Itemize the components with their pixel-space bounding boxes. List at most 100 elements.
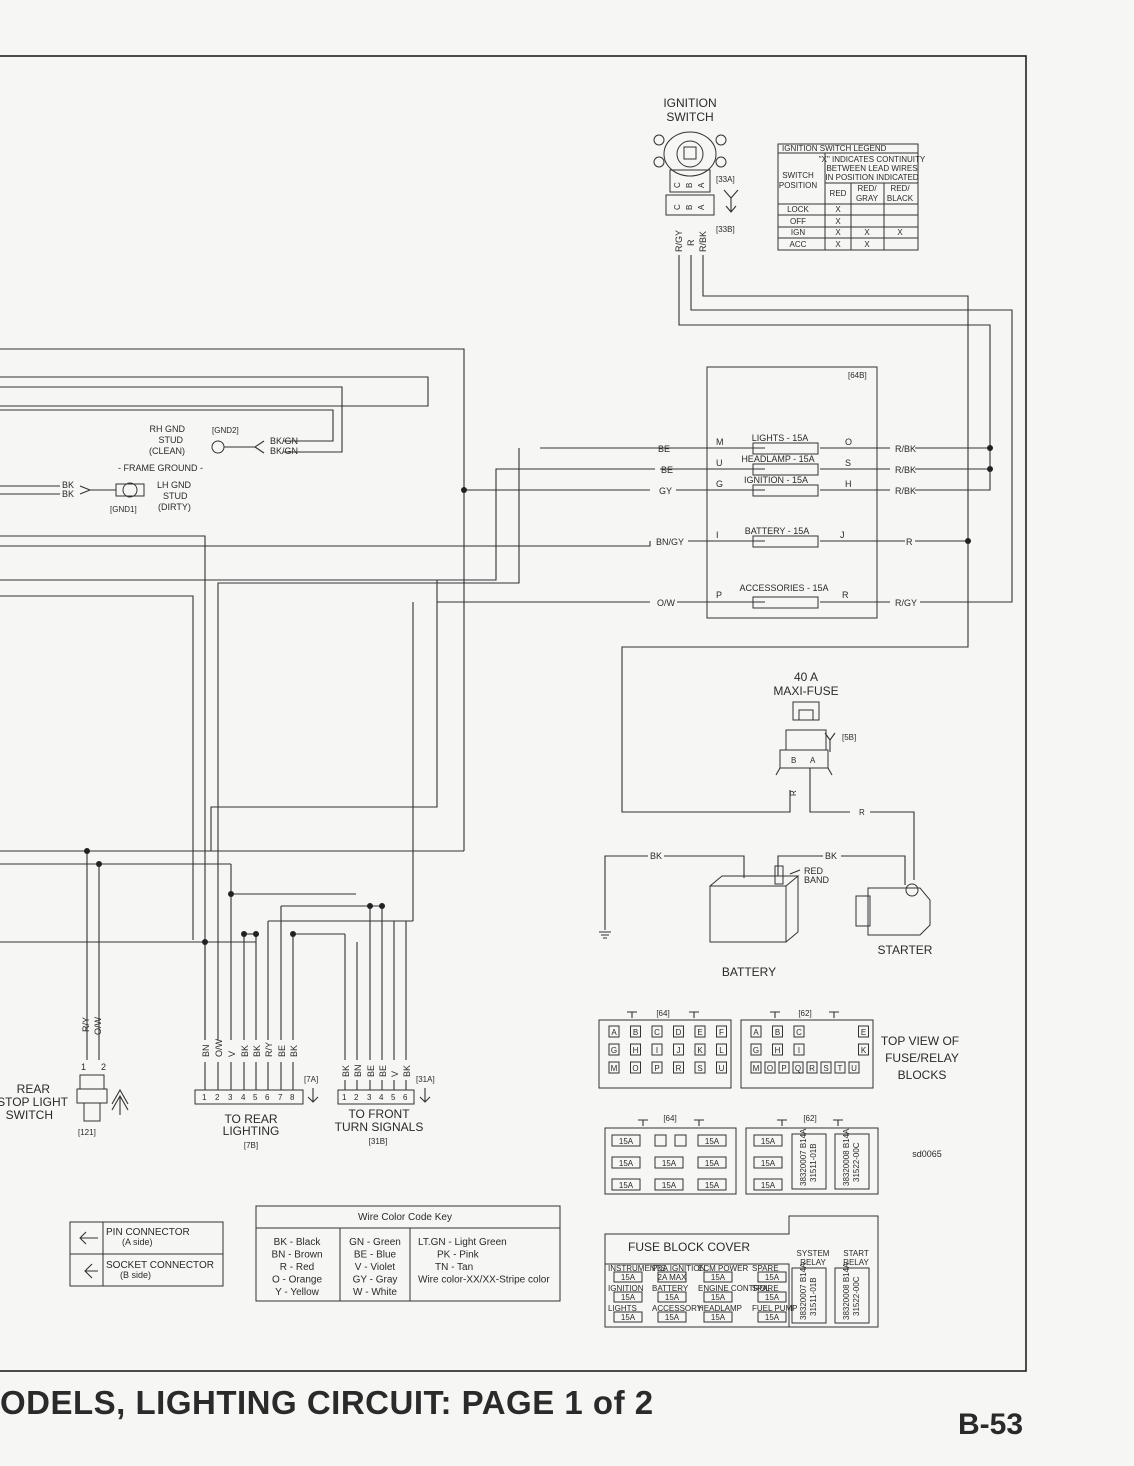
fuse-slot — [651, 1043, 663, 1056]
svg-text:SWITCH: SWITCH — [6, 1108, 53, 1122]
fuse-slot — [608, 1025, 620, 1038]
fuse-slot-label: B — [775, 1028, 780, 1037]
cover-fuse-rating: 15A — [665, 1293, 680, 1302]
cover-fuse-rating: 15A — [621, 1293, 636, 1302]
color-key-entry: Y - Yellow — [275, 1287, 320, 1298]
fuse-slot — [674, 1134, 687, 1147]
fuse-slot — [806, 1061, 818, 1074]
svg-text:H: H — [845, 479, 852, 489]
svg-text:BLOCKS: BLOCKS — [898, 1068, 947, 1082]
cover-fuse-label: SPARE — [752, 1284, 779, 1293]
fuse-slot-label: M — [753, 1064, 760, 1073]
fuse-rating: 15A — [761, 1181, 776, 1190]
svg-text:(CLEAN): (CLEAN) — [149, 446, 185, 456]
svg-text:1: 1 — [202, 1093, 207, 1102]
svg-text:BN: BN — [201, 1044, 211, 1057]
svg-text:X: X — [835, 240, 841, 249]
svg-text:V: V — [390, 1071, 400, 1077]
fuse-ignition: IGNITION - 15A G H GY R/BK — [659, 475, 916, 497]
svg-text:BK/GN: BK/GN — [270, 446, 298, 456]
fuse-rating: 15A — [619, 1159, 634, 1168]
svg-text:6: 6 — [403, 1093, 408, 1102]
fuse-rating: 15A — [705, 1159, 720, 1168]
svg-text:38320008 B14A: 38320008 B14A — [842, 1262, 851, 1320]
cover-fuse-slot — [757, 1291, 787, 1303]
svg-text:BATTERY: BATTERY — [722, 965, 776, 979]
svg-text:5: 5 — [253, 1093, 258, 1102]
cover-fuse-label: INSTRUMENTS — [608, 1264, 666, 1273]
svg-text:LOCK: LOCK — [787, 205, 809, 214]
fuse-slot — [651, 1061, 663, 1074]
fuse-slot-label: B — [633, 1028, 638, 1037]
fuse-slot — [673, 1061, 684, 1074]
fuse-slot — [753, 1134, 783, 1147]
fuse-slot — [764, 1061, 776, 1074]
cover-fuse-label: ECM POWER — [698, 1264, 748, 1273]
svg-text:[64]: [64] — [656, 1009, 669, 1018]
svg-text:R/Y: R/Y — [264, 1042, 274, 1057]
svg-text:R/BK: R/BK — [895, 465, 916, 475]
svg-text:RED: RED — [830, 189, 847, 198]
svg-text:31511-01B: 31511-01B — [809, 1277, 818, 1316]
svg-text:R/BK: R/BK — [895, 444, 916, 454]
fuse-slot — [772, 1025, 783, 1038]
svg-text:31511-01B: 31511-01B — [809, 1143, 818, 1182]
fuse-slot-label: U — [719, 1064, 725, 1073]
svg-text:38320007 B14A: 38320007 B14A — [799, 1262, 808, 1320]
svg-text:V: V — [227, 1051, 237, 1057]
svg-text:A: A — [810, 756, 816, 765]
svg-text:BETWEEN LEAD WIRES: BETWEEN LEAD WIRES — [826, 164, 917, 173]
svg-text:G: G — [716, 479, 723, 489]
color-key-entry: BE - Blue — [354, 1250, 397, 1261]
cover-fuse-slot — [657, 1311, 687, 1323]
fuse-rating: 15A — [705, 1137, 720, 1146]
svg-text:I: I — [716, 530, 719, 540]
color-key-entry: O - Orange — [272, 1275, 322, 1286]
svg-text:[7B]: [7B] — [244, 1141, 258, 1150]
fuse-slot — [673, 1043, 684, 1056]
svg-text:SWITCH: SWITCH — [782, 171, 814, 180]
svg-text:4: 4 — [241, 1093, 246, 1102]
svg-text:TURN SIGNALS: TURN SIGNALS — [335, 1120, 424, 1134]
svg-text:Wire Color Code Key: Wire Color Code Key — [358, 1212, 452, 1223]
svg-text:LH GND: LH GND — [157, 480, 192, 490]
svg-text:[GND1]: [GND1] — [110, 505, 137, 514]
svg-text:[62]: [62] — [803, 1114, 816, 1123]
svg-text:3: 3 — [228, 1093, 233, 1102]
svg-text:IGNITION - 15A: IGNITION - 15A — [744, 475, 808, 485]
fuse-slot-label: E — [697, 1028, 702, 1037]
fuse-slot-label: H — [775, 1046, 781, 1055]
fuse-slot — [858, 1025, 869, 1038]
fuse-slot-label: T — [838, 1064, 843, 1073]
svg-text:IGN: IGN — [791, 228, 805, 237]
fuse-rating: 15A — [662, 1159, 677, 1168]
rear-lighting-connector: BN O/W V BK BK R/Y BE BK 1 2 3 4 5 6 7 8… — [194, 1038, 319, 1150]
svg-text:6: 6 — [265, 1093, 270, 1102]
svg-text:O/W: O/W — [657, 598, 676, 608]
svg-text:(DIRTY): (DIRTY) — [158, 502, 191, 512]
svg-text:GY: GY — [659, 486, 672, 496]
cover-fuse-rating: 15A — [665, 1313, 680, 1322]
color-key-entry: Wire color-XX/XX-Stripe color — [418, 1275, 550, 1286]
cover-fuse-slot — [657, 1291, 687, 1303]
svg-text:4: 4 — [379, 1093, 384, 1102]
fuse-slot — [608, 1061, 620, 1074]
svg-text:BE: BE — [661, 465, 673, 475]
cover-fuse-rating: 15A — [765, 1273, 780, 1282]
fuse-slot-label: R — [809, 1064, 815, 1073]
fuse-slot — [654, 1178, 684, 1191]
front-turn-connector: BK BN BE BE V BK 1 2 3 4 5 6 [31A] TO FR… — [335, 1064, 435, 1146]
cover-fuse-slot — [613, 1311, 643, 1323]
svg-text:RH GND: RH GND — [150, 424, 186, 434]
svg-text:BE: BE — [658, 444, 670, 454]
svg-text:8: 8 — [290, 1093, 295, 1102]
svg-text:BAND: BAND — [804, 875, 830, 885]
svg-text:BE: BE — [366, 1065, 376, 1077]
color-key-entry: GY - Gray — [353, 1275, 398, 1286]
svg-text:[GND2]: [GND2] — [212, 426, 239, 435]
fuse-slot — [697, 1156, 727, 1169]
cover-fuse-rating: 15A — [621, 1273, 636, 1282]
cover-fuse-slot — [757, 1271, 787, 1283]
